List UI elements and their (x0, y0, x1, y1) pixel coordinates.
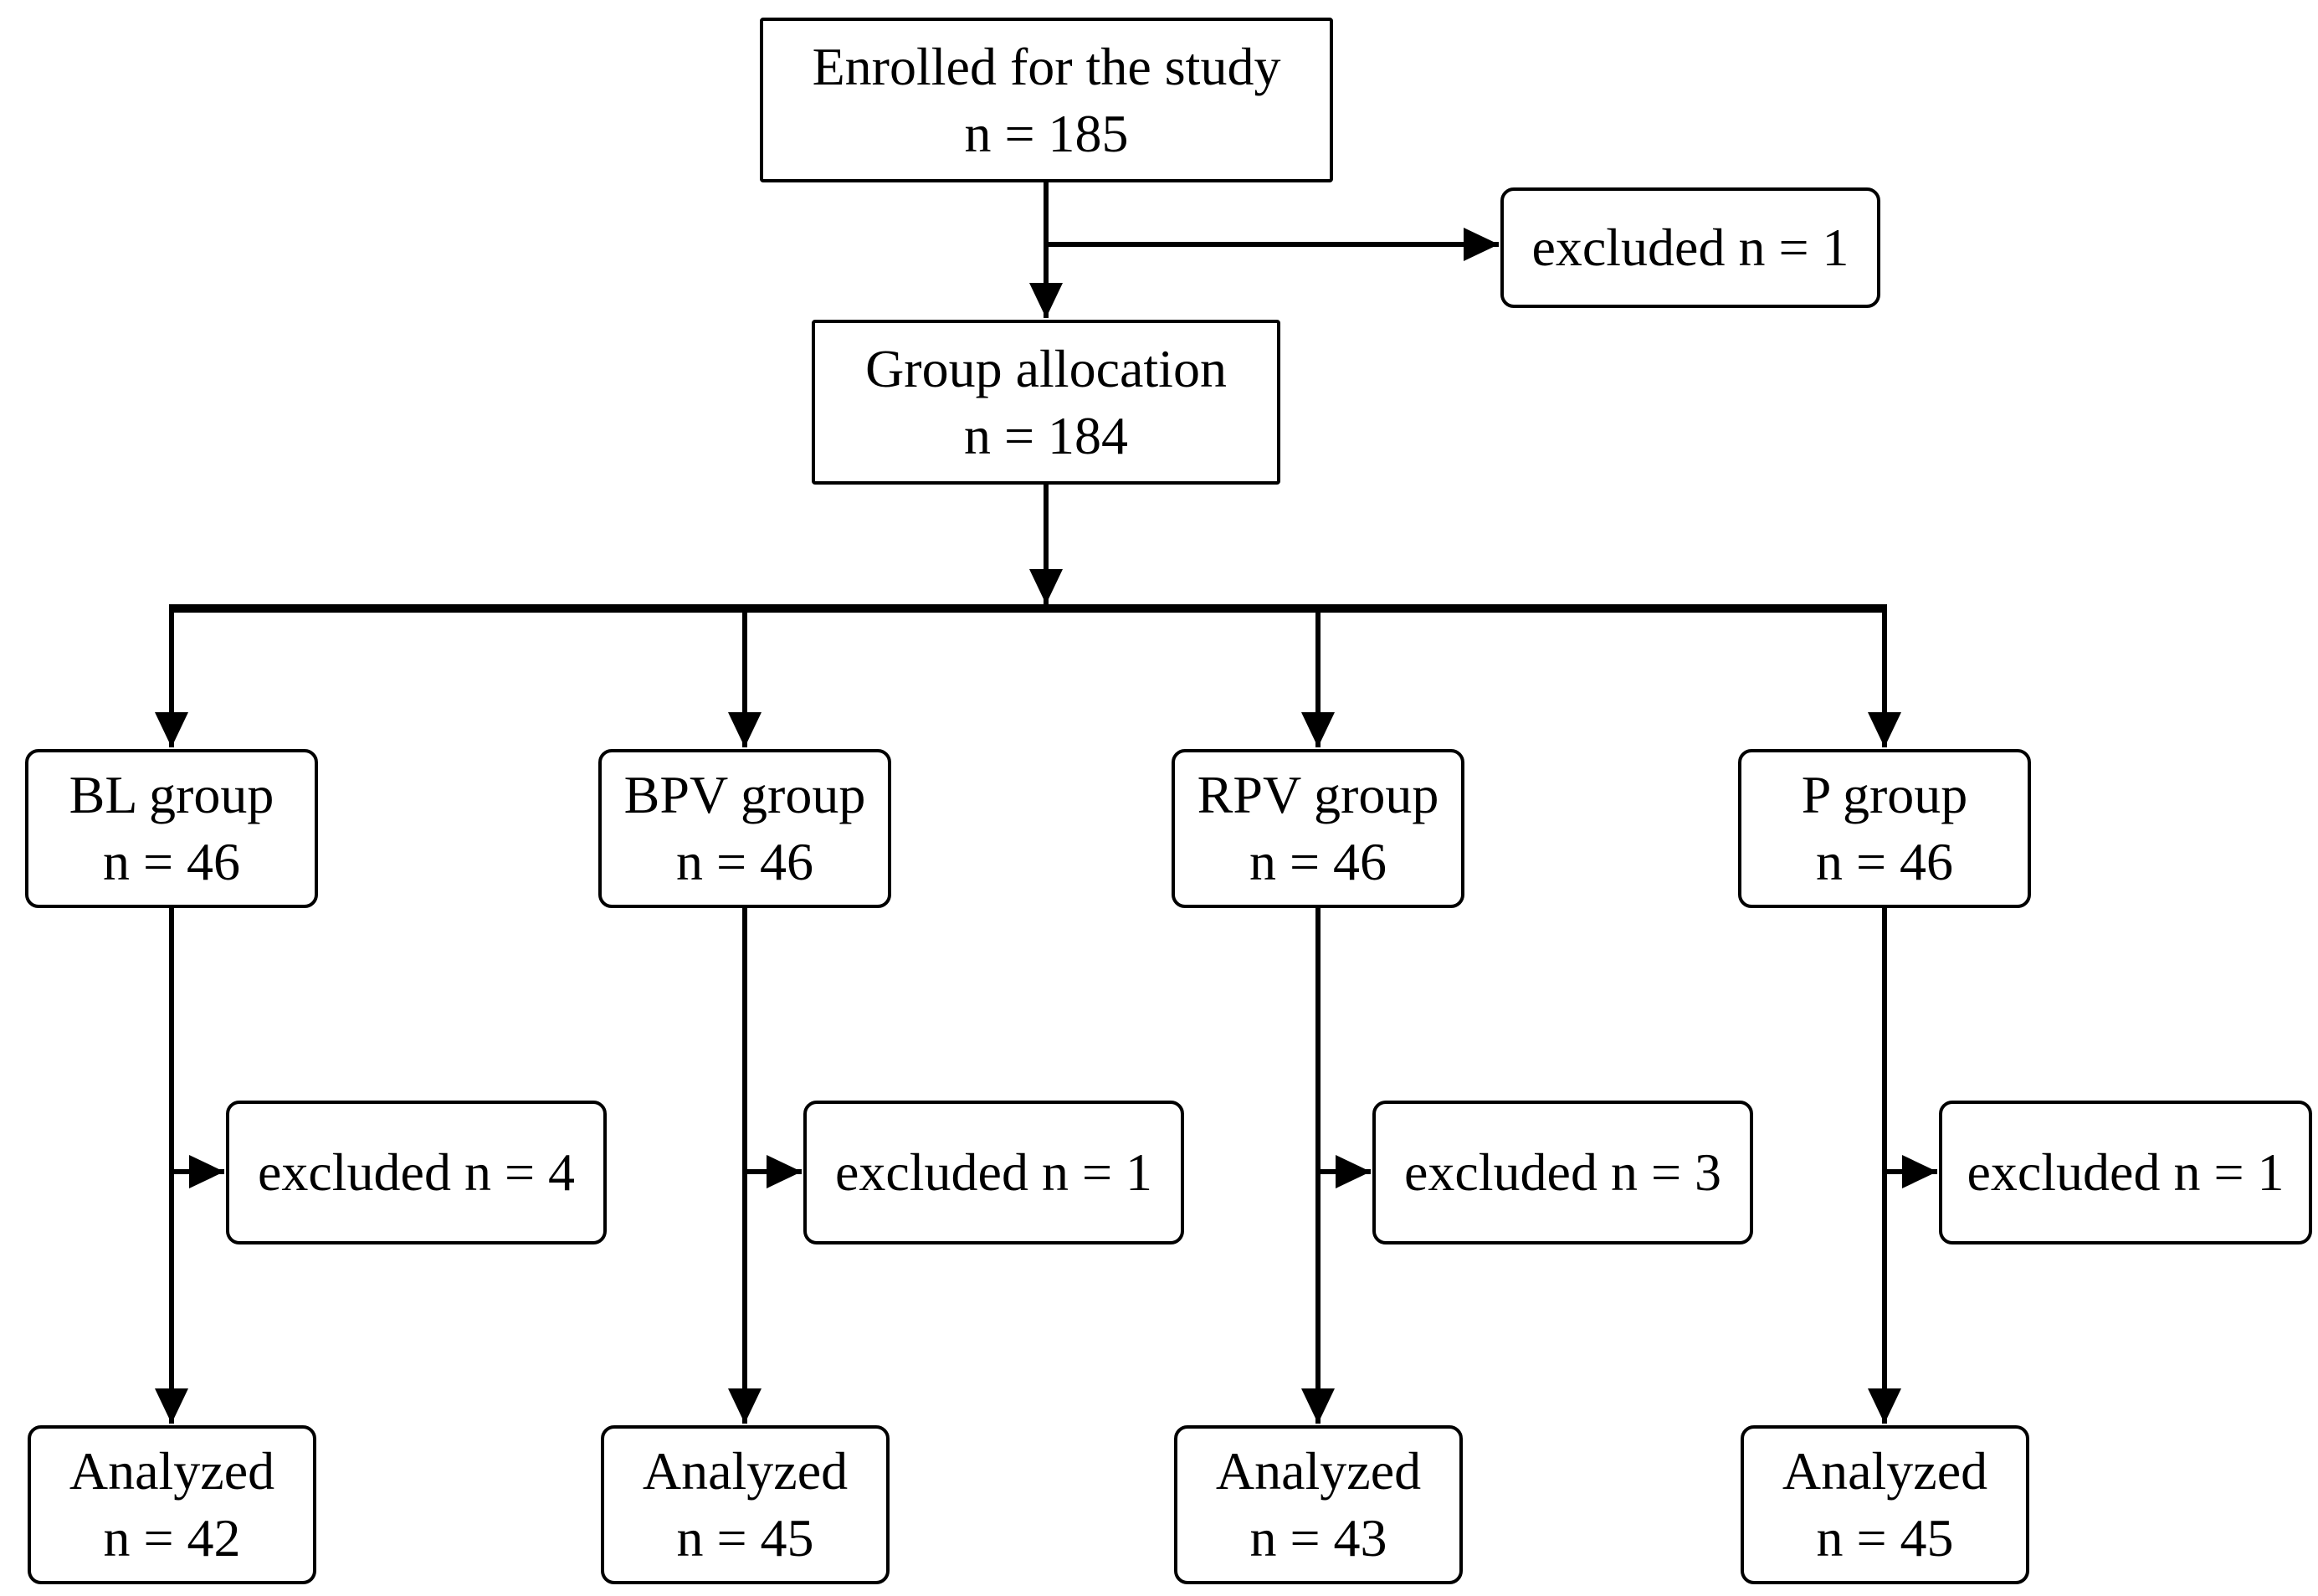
node-bpv-excluded: excluded n = 1 (803, 1101, 1184, 1244)
node-rpv-group-count: n = 46 (1249, 832, 1387, 891)
node-excluded-initial-label: excluded n = 1 (1531, 218, 1849, 277)
node-rpv-analyzed: Analyzed n = 43 (1174, 1425, 1463, 1584)
node-rpv-excluded: excluded n = 3 (1372, 1101, 1753, 1244)
node-bl-analyzed: Analyzed n = 42 (28, 1425, 316, 1584)
node-allocation-line1: Group allocation (865, 338, 1227, 398)
node-bl-analyzed-count: n = 42 (103, 1508, 241, 1568)
node-bpv-group: BPV group n = 46 (598, 749, 891, 908)
node-rpv-group: RPV group n = 46 (1172, 749, 1464, 908)
node-bl-group: BL group n = 46 (25, 749, 318, 908)
node-p-group-count: n = 46 (1815, 832, 1954, 891)
node-bpv-analyzed-count: n = 45 (676, 1508, 814, 1568)
node-bpv-group-line1: BPV group (623, 765, 866, 824)
node-bpv-analyzed-line1: Analyzed (642, 1441, 849, 1501)
node-p-excluded-label: excluded n = 1 (1967, 1142, 2285, 1202)
node-enrolled-count: n = 185 (964, 103, 1129, 163)
node-p-excluded: excluded n = 1 (1939, 1101, 2312, 1244)
node-bl-analyzed-line1: Analyzed (69, 1441, 275, 1501)
node-allocation: Group allocation n = 184 (812, 320, 1280, 485)
node-p-analyzed: Analyzed n = 45 (1741, 1425, 2029, 1584)
node-p-analyzed-line1: Analyzed (1782, 1441, 1988, 1501)
node-rpv-group-line1: RPV group (1197, 765, 1439, 824)
node-enrolled-line1: Enrolled for the study (812, 36, 1281, 96)
node-rpv-analyzed-count: n = 43 (1249, 1508, 1387, 1568)
node-bl-group-line1: BL group (69, 765, 274, 824)
node-bl-excluded: excluded n = 4 (226, 1101, 607, 1244)
node-p-group-line1: P group (1801, 765, 1968, 824)
node-allocation-count: n = 184 (963, 405, 1129, 465)
node-rpv-excluded-label: excluded n = 3 (1403, 1142, 1722, 1202)
node-excluded-initial: excluded n = 1 (1500, 187, 1880, 308)
node-bl-group-count: n = 46 (102, 832, 241, 891)
node-p-analyzed-count: n = 45 (1816, 1508, 1954, 1568)
node-p-group: P group n = 46 (1738, 749, 2031, 908)
node-bpv-excluded-label: excluded n = 1 (834, 1142, 1153, 1202)
node-enrolled: Enrolled for the study n = 185 (760, 18, 1333, 182)
node-rpv-analyzed-line1: Analyzed (1215, 1441, 1422, 1501)
node-bpv-analyzed: Analyzed n = 45 (601, 1425, 890, 1584)
node-bpv-group-count: n = 46 (675, 832, 814, 891)
node-bl-excluded-label: excluded n = 4 (257, 1142, 576, 1202)
